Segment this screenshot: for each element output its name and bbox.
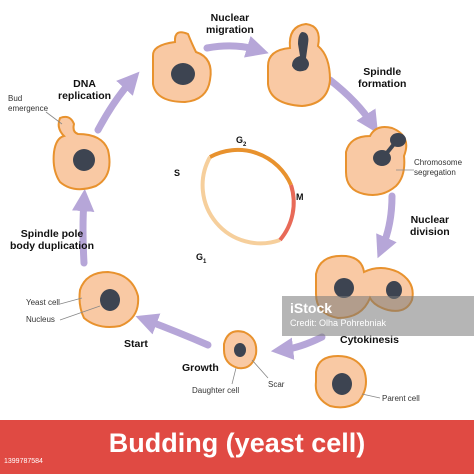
arrow-replication	[94, 71, 140, 134]
arrow-growth	[135, 313, 212, 349]
watermark-overlay	[282, 296, 474, 336]
label-cytokinesis: Cytokinesis	[340, 334, 399, 346]
phase-m: M	[296, 192, 304, 202]
ring-m	[278, 184, 296, 242]
cell-cycle-ring	[200, 147, 296, 246]
leader-yeast	[59, 297, 83, 305]
nucleus-right	[386, 281, 402, 299]
nucleus	[292, 32, 309, 72]
cell-chromosome-segregation	[345, 126, 408, 196]
label-yeast-cell: Yeast cell	[26, 298, 60, 307]
cell-bud-emergence	[45, 111, 111, 191]
watermark-credit: Credit: Olha Pohrebniak	[290, 318, 387, 328]
label-parent-cell: Parent cell	[382, 394, 420, 403]
nucleus	[100, 289, 120, 311]
leader-nucleus	[59, 305, 101, 321]
leader-scar	[251, 359, 269, 379]
nucleus	[234, 343, 246, 357]
ring-g2	[209, 147, 293, 186]
stock-id: 1399787584	[4, 458, 43, 465]
nucleus-left	[334, 278, 354, 298]
label-daughter-cell: Daughter cell	[192, 386, 240, 395]
label-start: Start	[124, 338, 148, 350]
leader-parent	[361, 393, 381, 399]
arrow-division	[376, 192, 397, 259]
nucleus	[73, 149, 95, 171]
nucleus	[332, 373, 352, 395]
label-nucleus: Nucleus	[26, 315, 55, 324]
nucleus	[373, 150, 391, 166]
page-title: Budding (yeast cell)	[108, 428, 366, 458]
nucleus	[171, 63, 195, 85]
bud-nucleus	[390, 133, 406, 147]
arrow-start	[72, 188, 95, 267]
title-bar	[0, 420, 474, 474]
label-growth: Growth	[182, 362, 219, 374]
phase-s: S	[174, 168, 181, 178]
ring-g1-s	[200, 156, 281, 246]
cell-daughter	[223, 330, 269, 385]
leader-bud	[45, 111, 63, 125]
cell-yeast	[59, 270, 140, 328]
watermark-brand: iStock	[290, 300, 333, 316]
cell-parent	[314, 354, 381, 409]
cell-nuclear-migration	[267, 22, 332, 108]
leader-daughter	[231, 367, 237, 385]
arrow-cytokinesis	[270, 333, 326, 360]
cycle-arrows	[72, 36, 397, 360]
cell-dna-replication	[151, 31, 212, 104]
arrow-spindle	[326, 76, 379, 134]
label-scar: Scar	[268, 380, 285, 389]
phase-g1: G1	[196, 252, 207, 265]
arrow-migration	[203, 36, 269, 58]
phase-g2: G2	[236, 135, 247, 148]
